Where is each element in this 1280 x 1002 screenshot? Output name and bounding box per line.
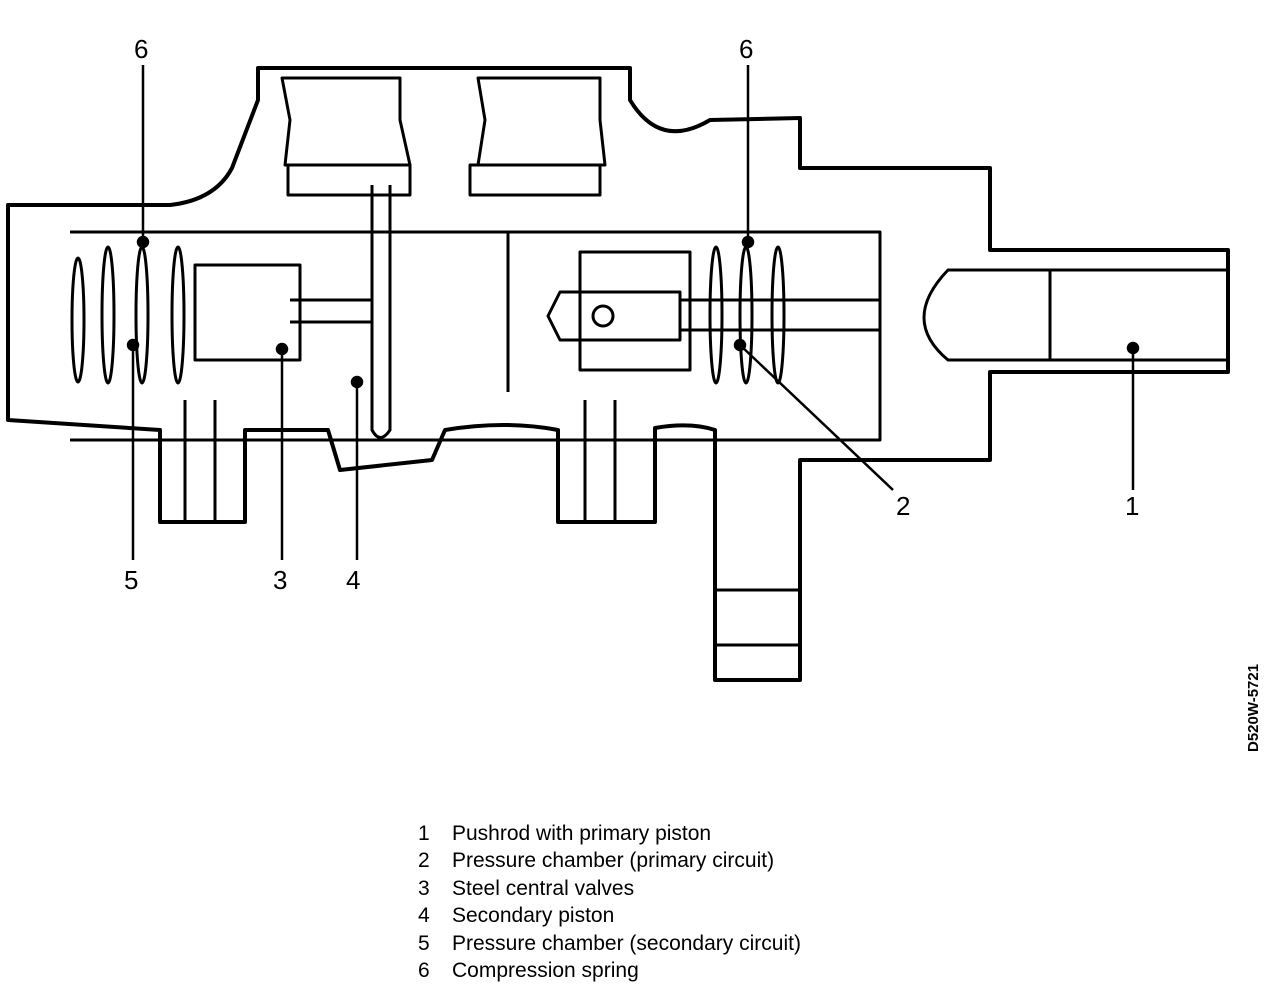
cylinder-housing <box>6 66 1230 682</box>
legend-item: 2 Pressure chamber (primary circuit) <box>418 847 801 874</box>
legend-number: 4 <box>418 904 430 928</box>
legend-item: 1 Pushrod with primary piston <box>418 820 801 847</box>
secondary-compression-spring <box>70 245 186 385</box>
callout-6-right: 6 <box>739 34 753 64</box>
callout-6-left: 6 <box>134 34 148 64</box>
legend-item: 4 Secondary piston <box>418 902 801 929</box>
drawing-code: D520W-5721 <box>1245 664 1262 752</box>
master-cylinder-diagram: 1 2 3 4 5 6 6 D520W-5721 <box>6 34 1262 752</box>
callout-5: 5 <box>124 565 138 595</box>
legend-number: 2 <box>418 849 430 873</box>
callout-2: 2 <box>896 491 910 521</box>
legend-text: Steel central valves <box>452 876 635 900</box>
legend-item: 3 Steel central valves <box>418 875 801 902</box>
legend-number: 6 <box>418 959 430 983</box>
legend-text: Pressure chamber (secondary circuit) <box>452 931 801 955</box>
callout-1: 1 <box>1125 491 1139 521</box>
leader-lines <box>126 65 1140 560</box>
legend-text: Pressure chamber (primary circuit) <box>452 849 775 873</box>
legend-text: Secondary piston <box>452 904 615 928</box>
callout-4: 4 <box>346 565 360 595</box>
legend-text: Compression spring <box>452 959 639 983</box>
legend-item: 6 Compression spring <box>418 957 801 984</box>
legend-text: Pushrod with primary piston <box>452 822 712 845</box>
legend-item: 5 Pressure chamber (secondary circuit) <box>418 930 801 957</box>
legend-number: 5 <box>418 931 430 955</box>
primary-compression-spring <box>708 245 786 385</box>
legend-number: 3 <box>418 876 430 900</box>
legend-number: 1 <box>418 822 430 845</box>
callout-3: 3 <box>273 565 287 595</box>
